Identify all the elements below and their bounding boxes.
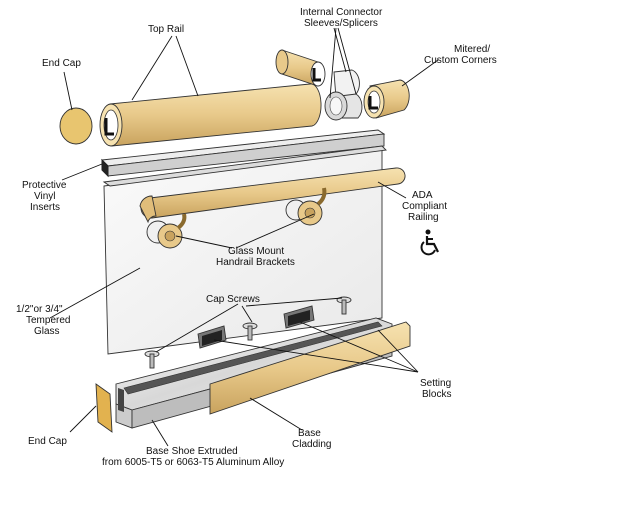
short-rail-part [275,49,326,87]
label-mitered-2: Custom Corners [424,55,497,66]
label-top-rail: Top Rail [148,24,184,35]
ada-handrail-part [139,167,406,224]
label-protective-3: Inserts [30,202,60,213]
cap-screw-2 [242,322,258,341]
label-base-shoe-2: from 6005-T5 or 6063-T5 Aluminum Alloy [102,457,284,468]
label-glass-3: Glass [34,326,60,337]
connector-sleeves-part [324,69,363,121]
label-protective-2: Vinyl [34,191,56,202]
label-end-cap-top: End Cap [42,58,81,69]
label-ada-1: ADA [412,190,433,201]
end-cap-bottom-part [95,383,113,433]
label-internal-connector-1: Internal Connector [300,7,383,18]
top-rail-part [99,83,322,147]
label-end-cap-bottom: End Cap [28,436,67,447]
label-bracket-2: Handrail Brackets [216,257,295,268]
label-setting-2: Blocks [422,389,451,400]
label-ada-3: Railing [408,212,439,223]
label-ada-2: Compliant [402,201,447,212]
label-base-shoe-1: Base Shoe Extruded [146,446,238,457]
label-mitered-1: Mitered/ [454,44,490,55]
label-internal-connector-2: Sleeves/Splicers [304,18,378,29]
label-glass-2: Tempered [26,315,70,326]
label-protective-1: Protective [22,180,67,191]
label-cap-screws: Cap Screws [206,294,260,305]
label-bracket-1: Glass Mount [228,246,284,257]
setting-block-1 [197,325,227,349]
label-cladding-2: Cladding [292,439,331,450]
cap-screw-1 [144,350,160,369]
handrail-bracket-left [146,213,187,249]
base-cladding-part [209,321,411,415]
handrail-bracket-right [285,187,327,226]
leader-lines [49,27,439,447]
label-cladding-1: Base [298,428,321,439]
mitered-corner-part [363,79,410,119]
label-setting-1: Setting [420,378,451,389]
end-cap-top-part [59,107,93,145]
setting-block-2 [283,305,315,329]
vinyl-insert-channel-part [101,129,386,178]
wheelchair-icon [420,229,439,256]
label-glass-1: 1/2"or 3/4" [16,304,63,315]
